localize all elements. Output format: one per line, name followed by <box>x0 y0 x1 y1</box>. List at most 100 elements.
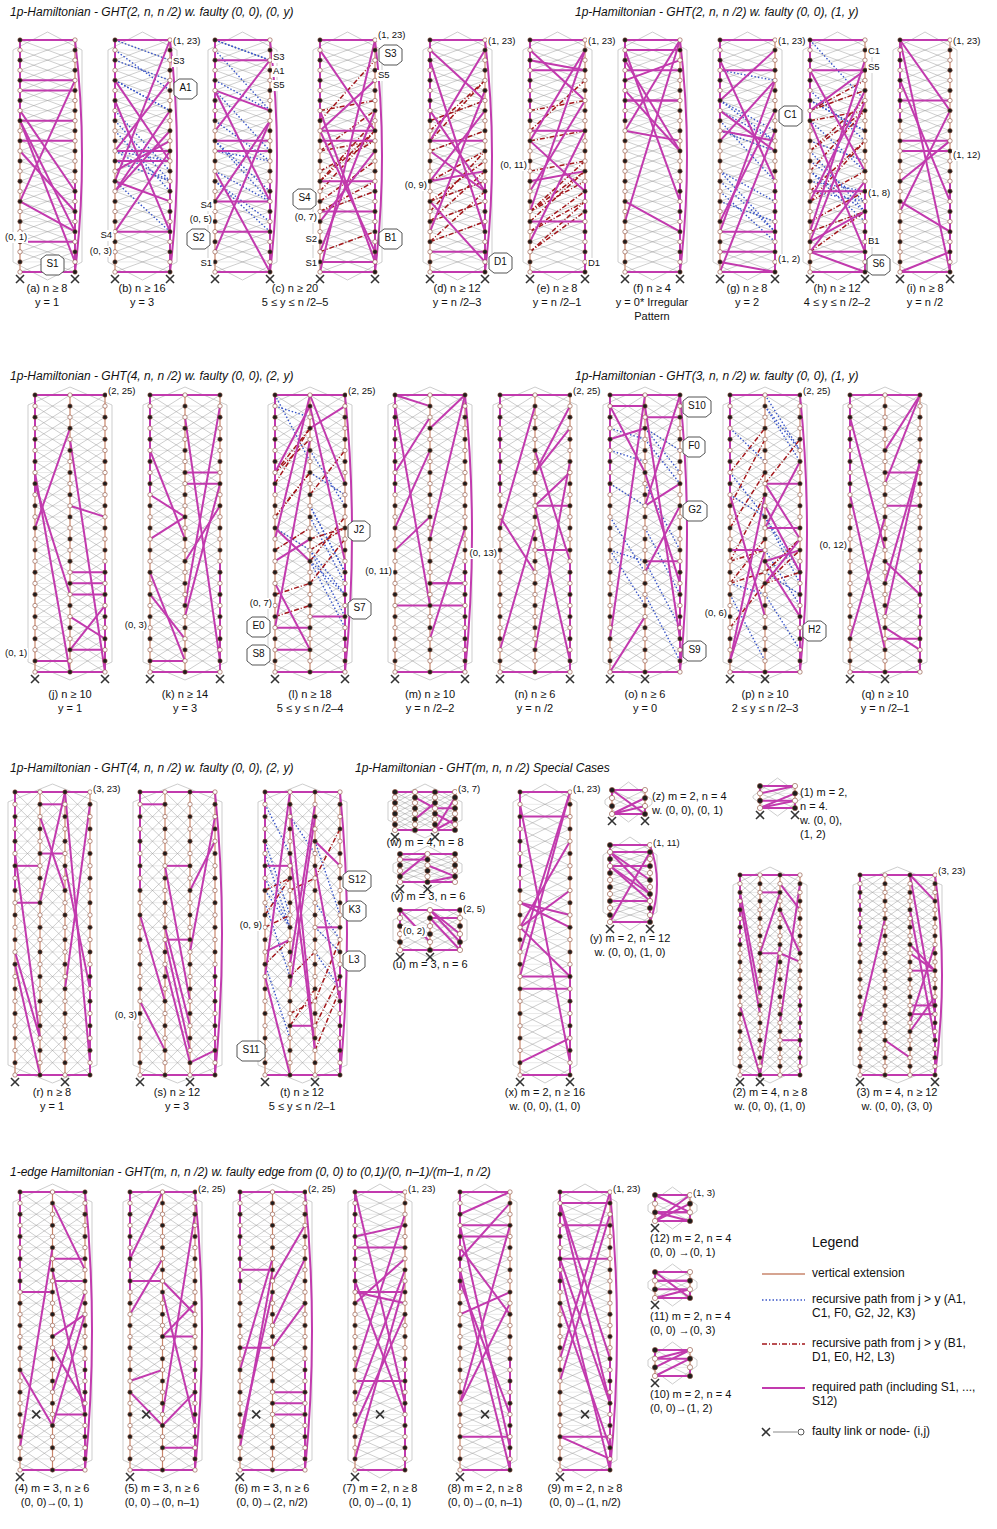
graph-node <box>308 659 312 663</box>
graph-node <box>583 199 587 203</box>
graph-node <box>483 48 487 52</box>
graph-node <box>113 139 117 143</box>
graph-node <box>308 415 312 419</box>
graph-node <box>218 603 222 607</box>
graph-node <box>73 108 77 112</box>
graph-node <box>68 459 72 463</box>
graph-node <box>898 169 902 173</box>
graph-node <box>218 625 222 629</box>
graph-node <box>273 504 277 508</box>
graph-node <box>33 603 37 607</box>
required-path <box>430 395 465 428</box>
graph-node <box>308 448 312 452</box>
graph-node <box>528 270 532 274</box>
graph-node <box>68 504 72 508</box>
graph-node <box>308 603 312 607</box>
graph-node <box>183 614 187 618</box>
graph-node <box>898 189 902 193</box>
graph-node <box>528 139 532 143</box>
graph-node <box>678 159 682 163</box>
graph-node <box>68 470 72 474</box>
graph-node <box>528 88 532 92</box>
graph-node <box>808 229 812 233</box>
graph-node <box>808 48 812 52</box>
graph-node <box>33 415 37 419</box>
graph-node <box>863 118 867 122</box>
graph-node <box>483 199 487 203</box>
graph-node <box>373 159 377 163</box>
graph-node <box>113 179 117 183</box>
graph-node <box>428 250 432 254</box>
graph-panel <box>803 32 872 283</box>
graph-node <box>773 108 777 112</box>
graph-node <box>898 219 902 223</box>
graph-node <box>318 38 322 42</box>
graph-node <box>463 437 467 441</box>
graph-node <box>373 270 377 274</box>
graph-node <box>393 404 397 408</box>
required-path <box>720 111 775 222</box>
graph-node <box>428 515 432 519</box>
graph-node <box>718 159 722 163</box>
graph-node <box>308 481 312 485</box>
graph-node <box>808 209 812 213</box>
graph-node <box>428 603 432 607</box>
graph-node <box>718 68 722 72</box>
graph-node <box>463 614 467 618</box>
graph-node <box>623 179 627 183</box>
graph-node <box>463 659 467 663</box>
graph-node <box>273 426 277 430</box>
graph-node <box>623 219 627 223</box>
graph-panel <box>143 387 227 683</box>
graph-node <box>718 229 722 233</box>
graph-node <box>863 229 867 233</box>
graph-node <box>343 570 347 574</box>
graph-node <box>948 48 952 52</box>
graph-node <box>898 88 902 92</box>
graph-node <box>343 548 347 552</box>
graph-node <box>808 179 812 183</box>
graph-node <box>718 169 722 173</box>
graph-node <box>528 38 532 42</box>
graph-node <box>583 88 587 92</box>
graph-node <box>183 581 187 585</box>
graph-node <box>218 570 222 574</box>
graph-node <box>318 199 322 203</box>
graph-node <box>528 240 532 244</box>
graph-node <box>113 250 117 254</box>
required-path <box>215 60 270 131</box>
graph-node <box>218 459 222 463</box>
required-path <box>395 517 430 550</box>
graph-node <box>898 118 902 122</box>
graph-node <box>213 78 217 82</box>
graph-node <box>213 58 217 62</box>
graph-node <box>148 559 152 563</box>
graph-node <box>18 159 22 163</box>
graph-node <box>218 415 222 419</box>
graph-node <box>213 179 217 183</box>
graph-node <box>113 78 117 82</box>
required-path <box>465 395 472 672</box>
graph-node <box>483 88 487 92</box>
graph-node <box>898 108 902 112</box>
graph-node <box>68 448 72 452</box>
graph-node <box>583 229 587 233</box>
required-path <box>625 50 680 201</box>
graph-node <box>33 559 37 563</box>
graph-node <box>103 581 107 585</box>
graph-node <box>273 625 277 629</box>
graph-node <box>428 189 432 193</box>
graph-node <box>463 426 467 430</box>
graph-node <box>213 260 217 264</box>
graph-node <box>68 548 72 552</box>
graph-node <box>148 415 152 419</box>
graph-node <box>343 426 347 430</box>
graph-node <box>483 58 487 62</box>
graph-node <box>183 515 187 519</box>
graph-node <box>103 426 107 430</box>
graph-node <box>183 493 187 497</box>
graph-node <box>948 169 952 173</box>
graph-node <box>73 98 77 102</box>
required-path <box>720 262 775 272</box>
graph-node <box>68 559 72 563</box>
